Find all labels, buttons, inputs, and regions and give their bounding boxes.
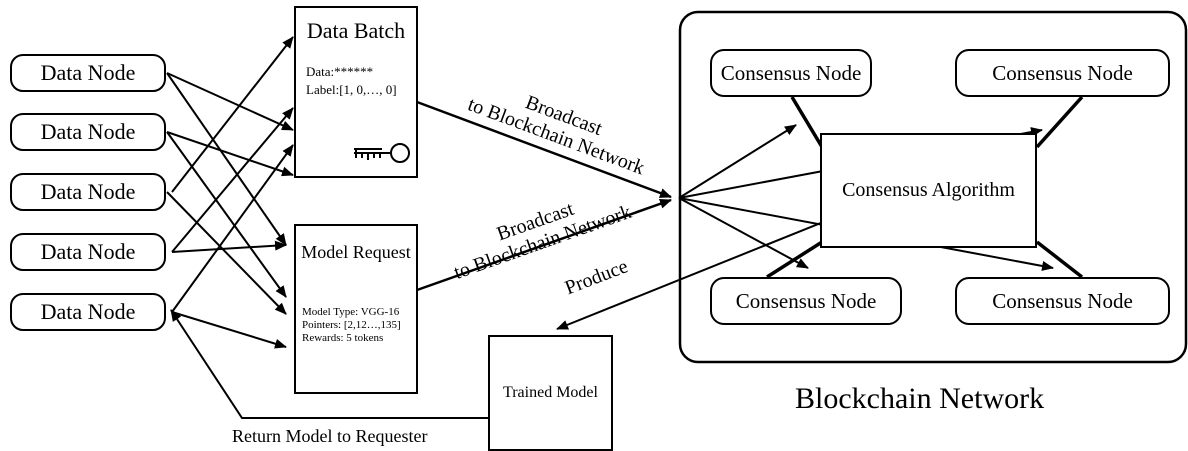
blockchain-network-caption: Blockchain Network: [795, 382, 1045, 415]
consensus-node-label: Consensus Node: [735, 288, 877, 313]
data-node: Data Node: [10, 293, 166, 331]
consensus-links: [766, 95, 1084, 279]
data-batch-data: Data:******: [306, 64, 374, 79]
consensus-algorithm-label: Consensus Algorithm: [842, 179, 1015, 201]
data-batch-title: Data Batch: [306, 18, 406, 43]
consensus-node: Consensus Node: [955, 277, 1170, 325]
blockchain-network-frame: [678, 10, 1188, 364]
return-model-arrow: [170, 309, 488, 419]
data-batch-card: Data Batch Data:****** Label:[1, 0,…, 0]: [294, 6, 418, 178]
data-node-label: Data Node: [40, 179, 136, 204]
data-node-label: Data Node: [40, 239, 136, 264]
consensus-node: Consensus Node: [710, 49, 872, 97]
model-request-card: Model Request Model Type: VGG-16 Pointer…: [294, 224, 418, 394]
consensus-node-label: Consensus Node: [992, 288, 1133, 313]
model-request-type: Model Type: VGG-16: [302, 306, 400, 318]
data-node-label: Data Node: [40, 119, 136, 144]
data-node-label: Data Node: [40, 299, 136, 324]
key-icon: [354, 143, 410, 163]
data-node-label: Data Node: [40, 60, 136, 85]
data-node: Data Node: [10, 113, 166, 151]
model-request-title: Model Request: [301, 242, 411, 262]
return-model-label: Return Model to Requester: [232, 426, 428, 446]
trained-model-box: Trained Model: [488, 335, 613, 451]
model-request-rewards: Rewards: 5 tokens: [302, 332, 384, 344]
consensus-node-label: Consensus Node: [720, 60, 862, 85]
consensus-node-label: Consensus Node: [992, 60, 1133, 85]
data-node-arrows: [166, 36, 294, 349]
trained-model-title: Trained Model: [503, 384, 598, 401]
data-batch-label: Label:[1, 0,…, 0]: [306, 82, 397, 97]
data-node: Data Node: [10, 54, 166, 92]
model-request-pointers: Pointers: [2,12…,135]: [302, 319, 401, 331]
consensus-algorithm-box: Consensus Algorithm: [820, 133, 1037, 248]
broadcast-arrows: [416, 100, 672, 292]
consensus-node: Consensus Node: [955, 49, 1170, 97]
consensus-node: Consensus Node: [710, 277, 902, 325]
data-node: Data Node: [10, 233, 166, 271]
data-node: Data Node: [10, 173, 166, 211]
